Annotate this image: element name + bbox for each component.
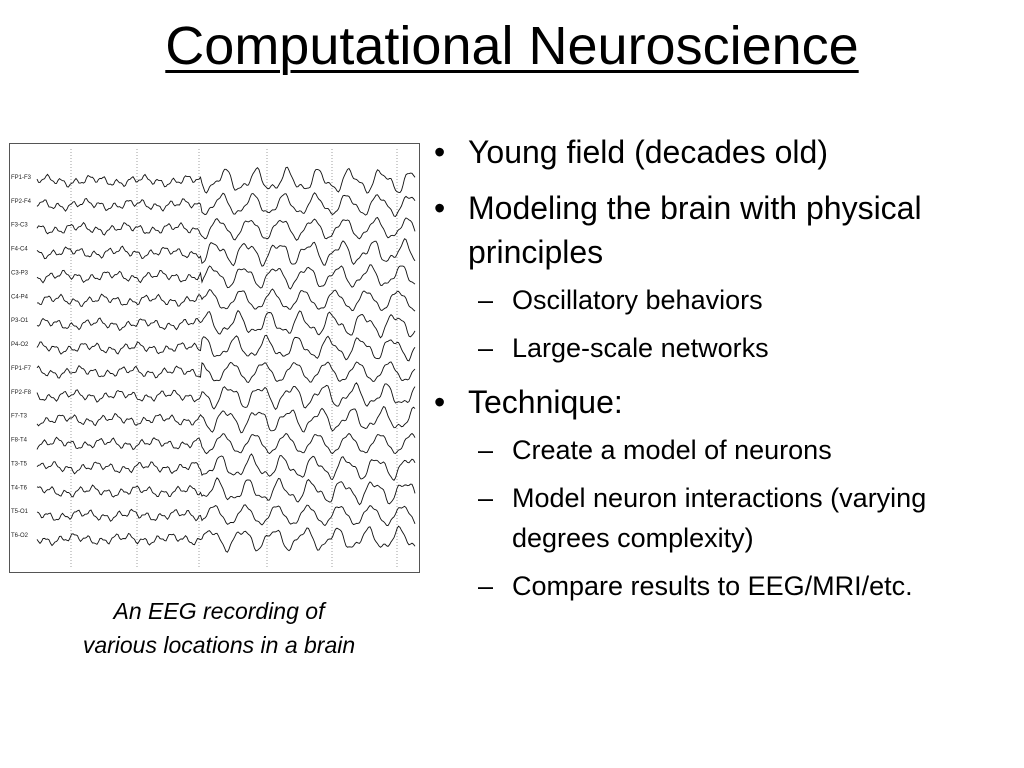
channel-label: T3-T5 xyxy=(11,461,28,467)
channel-label: F3-C3 xyxy=(11,223,28,229)
eeg-trace xyxy=(36,216,416,241)
dash-marker: – xyxy=(478,435,494,465)
caption-line-1: An EEG recording of xyxy=(113,598,325,624)
bullet-text: Modeling the brain with physical princip… xyxy=(468,190,922,270)
channel-label: T6-O2 xyxy=(11,533,29,539)
dash-marker: – xyxy=(478,285,494,315)
eeg-trace xyxy=(36,406,416,434)
eeg-trace xyxy=(36,453,416,481)
channel-label: F4-C4 xyxy=(11,247,28,253)
eeg-trace xyxy=(36,504,416,527)
figure-caption: An EEG recording of various locations in… xyxy=(30,594,408,662)
sub-bullet-text: Large-scale networks xyxy=(512,333,769,363)
sub-bullet-item: – Compare results to EEG/MRI/etc. xyxy=(468,566,1018,606)
eeg-trace xyxy=(36,309,416,339)
channel-label: FP2-F4 xyxy=(11,199,32,205)
caption-line-2: various locations in a brain xyxy=(82,632,356,658)
eeg-trace xyxy=(36,192,416,218)
sub-bullet-item: – Create a model of neurons xyxy=(468,430,1018,470)
channel-label: P3-O1 xyxy=(11,318,29,324)
channel-label: C4-P4 xyxy=(11,294,29,300)
sub-bullet-text: Compare results to EEG/MRI/etc. xyxy=(512,571,913,601)
eeg-trace xyxy=(36,477,416,506)
eeg-trace xyxy=(36,166,416,194)
bullet-text: Technique: xyxy=(468,384,623,420)
eeg-trace xyxy=(36,361,416,384)
channel-label: F7-T3 xyxy=(11,414,28,420)
eeg-trace xyxy=(36,334,416,362)
eeg-trace xyxy=(36,382,416,411)
eeg-trace xyxy=(36,525,416,553)
dash-marker: – xyxy=(478,333,494,363)
sub-bullet-item: – Oscillatory behaviors xyxy=(468,280,1018,320)
channel-label: T5-O1 xyxy=(11,509,29,515)
channel-label: T4-T6 xyxy=(11,485,28,491)
sub-bullet-item: – Model neuron interactions (varying deg… xyxy=(468,478,1018,558)
eeg-trace xyxy=(36,264,416,290)
channel-label: P4-O2 xyxy=(11,342,29,348)
bullet-text: Young field (decades old) xyxy=(468,134,828,170)
bullet-marker: • xyxy=(434,190,446,226)
channel-label: FP1-F3 xyxy=(11,175,32,181)
bullet-item: • Young field (decades old) xyxy=(428,130,1018,174)
channel-label: FP2-F8 xyxy=(11,390,32,396)
bullet-list: • Young field (decades old) • Modeling t… xyxy=(428,130,1018,614)
channel-label: FP1-F7 xyxy=(11,366,32,372)
figure-frame xyxy=(9,143,420,573)
eeg-traces: FP1-F3FP2-F4F3-C3F4-C4C3-P3C4-P4P3-O1P4-… xyxy=(9,143,420,573)
channel-label: C3-P3 xyxy=(11,270,29,276)
dash-marker: – xyxy=(478,483,494,513)
sub-bullet-text: Oscillatory behaviors xyxy=(512,285,763,315)
sub-bullet-list: – Create a model of neurons – Model neur… xyxy=(468,430,1018,606)
eeg-trace xyxy=(37,288,416,312)
slide-title: Computational Neuroscience xyxy=(165,16,859,76)
sub-bullet-text: Model neuron interactions (varying degre… xyxy=(512,483,927,553)
dash-marker: – xyxy=(478,571,494,601)
sub-bullet-text: Create a model of neurons xyxy=(512,435,832,465)
eeg-trace xyxy=(36,432,416,455)
bullet-marker: • xyxy=(434,134,446,170)
sub-bullet-list: – Oscillatory behaviors – Large-scale ne… xyxy=(468,280,1018,368)
channel-label: F8-T4 xyxy=(11,438,28,444)
sub-bullet-item: – Large-scale networks xyxy=(468,328,1018,368)
bullet-item: • Technique: – Create a model of neurons… xyxy=(428,380,1018,606)
eeg-trace xyxy=(36,238,416,267)
bullet-item: • Modeling the brain with physical princ… xyxy=(428,186,1018,368)
bullet-marker: • xyxy=(434,384,446,420)
